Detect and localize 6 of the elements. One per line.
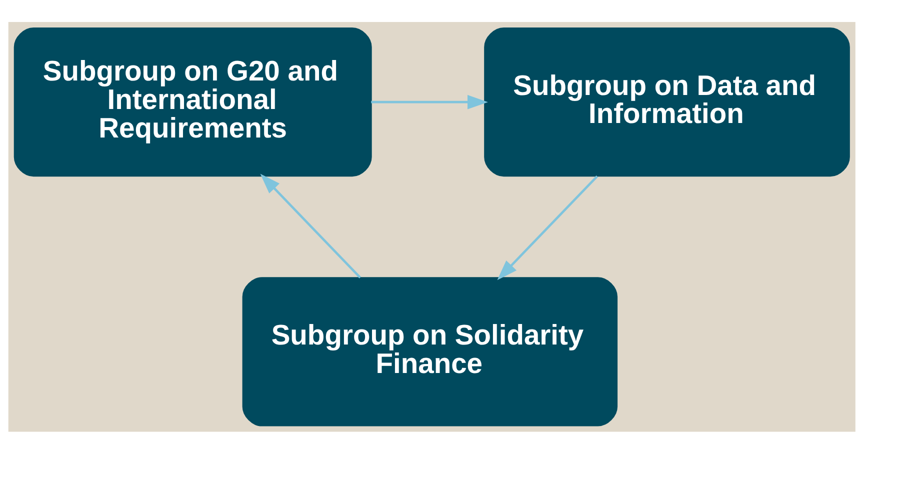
node-box: Subgroup on G20 and International Requirements — [14, 27, 372, 176]
arrow — [371, 94, 488, 109]
arrow — [260, 173, 362, 278]
arrow — [497, 174, 598, 280]
node-box: Subgroup on Data and Information — [484, 27, 850, 176]
node-box: Subgroup on Solidarity Finance — [242, 276, 618, 426]
